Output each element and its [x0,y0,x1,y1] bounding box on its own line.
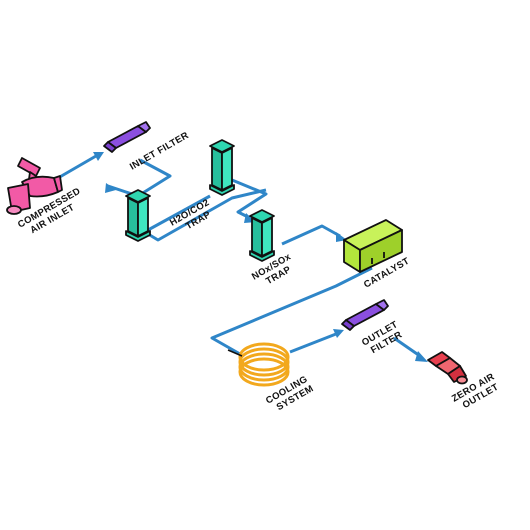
outlet-filter-icon [341,299,389,331]
arrow-to-outlet-filter [333,329,344,338]
pipe-cooling-to-filter [289,332,337,354]
pipe-filter-to-trap [107,158,172,198]
pipe-h2o-right [231,178,268,220]
catalyst-box-icon [343,219,403,273]
filter-icon [103,121,151,153]
pipe-catalyst-to-cooling [210,266,373,356]
h2o-co2-trap-label: H2O/CO2 TRAP [168,196,220,238]
arrow-to-h2o-trap [105,183,116,193]
outlet-nozzle-icon [427,351,468,385]
pipe-trap-cross-top [147,194,211,232]
pipe-inlet-to-filter [57,154,97,180]
faucet-icon [6,157,63,215]
coil-icon [227,342,290,387]
outlet-filter-label: OUTLET FILTER [360,318,408,358]
pipe-filter-to-outlet [393,336,421,358]
nox-sox-trap-icon [249,209,275,262]
pipe-nox-to-catalyst [281,224,341,246]
arrow-to-inlet-filter [93,152,104,161]
trap-column-icon [125,139,235,242]
arrow-to-zero-air-outlet [415,351,428,362]
